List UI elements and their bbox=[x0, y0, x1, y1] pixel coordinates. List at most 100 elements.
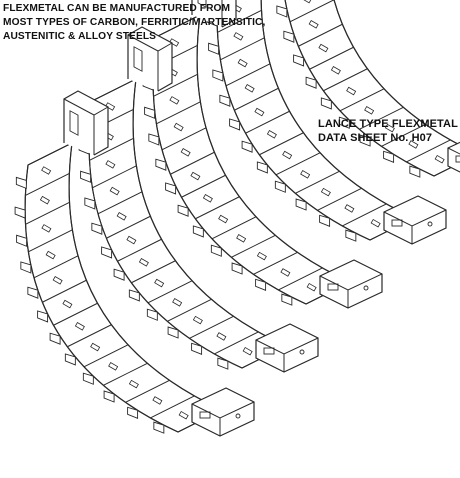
strip-cross-bar bbox=[181, 174, 226, 198]
strip-cross-bar bbox=[295, 170, 340, 194]
strip-slot bbox=[52, 276, 63, 285]
strip-cross-bar bbox=[289, 0, 335, 23]
lance-tab bbox=[80, 170, 92, 183]
strip-slot bbox=[370, 218, 381, 228]
clip-slot bbox=[455, 155, 460, 163]
clip-slot bbox=[327, 283, 339, 291]
clip-slot bbox=[199, 411, 211, 419]
strip-slot bbox=[169, 38, 180, 47]
strip-cross-bar bbox=[323, 68, 368, 92]
bottom-clip-edge bbox=[255, 337, 319, 372]
strip-slot bbox=[105, 160, 116, 169]
strip-slot bbox=[282, 150, 293, 160]
strip-cross-bar bbox=[245, 110, 290, 134]
lance-tab bbox=[283, 30, 295, 43]
lance-tab bbox=[49, 332, 61, 345]
strip-cross-bar bbox=[298, 23, 343, 47]
strip-cross-bar bbox=[25, 172, 70, 196]
lance-tab bbox=[319, 214, 331, 227]
lance-tab bbox=[345, 229, 357, 242]
lance-tab bbox=[338, 116, 350, 129]
strip-cross-bar bbox=[131, 260, 176, 284]
bottom-clip-edge bbox=[447, 147, 460, 155]
strip-slot bbox=[41, 166, 52, 175]
strip-slot bbox=[266, 130, 277, 139]
lance-tab bbox=[256, 161, 268, 174]
strip-cross-bar bbox=[33, 255, 79, 279]
strip-slot bbox=[318, 43, 329, 53]
strip-slot bbox=[172, 298, 183, 307]
strip-outer-rail bbox=[196, 14, 351, 283]
strip-cross-bar bbox=[342, 203, 387, 227]
lance-tab bbox=[153, 421, 165, 434]
strip-cross-bar bbox=[161, 127, 207, 151]
strip-cross-bar bbox=[83, 344, 129, 368]
lance-tab bbox=[320, 97, 332, 110]
strip-outer-rail bbox=[333, 0, 460, 146]
strip-slot bbox=[216, 332, 227, 341]
strip-slot bbox=[90, 342, 101, 352]
lance-tab bbox=[101, 246, 113, 259]
strip-cross-bar bbox=[195, 196, 240, 220]
strip-cross-bar bbox=[231, 234, 276, 258]
strip-cross-bar bbox=[189, 315, 234, 339]
lance-tab bbox=[15, 176, 27, 190]
lance-tab bbox=[64, 353, 76, 366]
strip-slot bbox=[320, 187, 331, 197]
lance-tab bbox=[359, 134, 371, 147]
flexmetal-strip bbox=[78, 26, 319, 373]
strip-slot bbox=[280, 268, 291, 277]
strip-outer-rail bbox=[132, 78, 287, 347]
strip-cross-bar bbox=[53, 302, 98, 326]
strip-cross-bar bbox=[92, 165, 137, 189]
bracket-slot bbox=[133, 46, 143, 72]
strip-slot bbox=[202, 194, 213, 203]
strip-slot bbox=[154, 278, 165, 288]
bracket-slot bbox=[197, 0, 207, 8]
strip-slot bbox=[346, 86, 357, 96]
strip-cross-bar bbox=[89, 137, 134, 161]
strip-cross-bar bbox=[156, 101, 201, 125]
lance-tab bbox=[210, 244, 222, 257]
strip-slot bbox=[74, 322, 85, 331]
lance-tab bbox=[103, 390, 115, 403]
strip-slot bbox=[244, 84, 255, 93]
clip-hole bbox=[235, 413, 241, 419]
strip-slot bbox=[178, 410, 189, 420]
bottom-clip-edge bbox=[191, 401, 255, 436]
clip-hole bbox=[363, 285, 369, 291]
strip-cross-bar bbox=[317, 187, 362, 211]
strip-cross-bar bbox=[339, 88, 385, 112]
lance-tab bbox=[84, 197, 96, 210]
lance-tab bbox=[192, 225, 204, 238]
lance-tab bbox=[219, 94, 231, 107]
strip-slot bbox=[190, 171, 201, 181]
strip-cross-bar bbox=[147, 280, 193, 304]
lance-tab bbox=[293, 54, 305, 67]
lance-tab bbox=[274, 180, 286, 193]
strip-slot bbox=[218, 214, 229, 224]
clip-hole bbox=[427, 221, 433, 227]
lance-tab bbox=[82, 372, 94, 385]
strip-cross-bar bbox=[42, 279, 87, 303]
strip-slot bbox=[169, 96, 180, 105]
lance-tab bbox=[177, 204, 189, 217]
strip-cross-bar bbox=[91, 78, 137, 102]
lance-tab bbox=[383, 150, 395, 163]
strip-cross-bar bbox=[234, 87, 279, 111]
lance-tab bbox=[191, 342, 203, 355]
clip-hole bbox=[299, 349, 305, 355]
flexmetal-strip bbox=[276, 0, 460, 178]
strip-slot bbox=[308, 20, 319, 29]
strip-cross-bar bbox=[97, 191, 143, 215]
lance-tab bbox=[229, 118, 241, 131]
lance-tab bbox=[208, 42, 220, 55]
sheet-title: LANCE TYPE FLEXMETAL DATA SHEET No. H07 bbox=[318, 117, 458, 145]
strip-slot bbox=[300, 170, 311, 179]
strip-cross-bar bbox=[381, 123, 426, 147]
top-bracket bbox=[127, 26, 173, 92]
strip-slot bbox=[62, 299, 73, 309]
lance-tab bbox=[281, 293, 293, 306]
bottom-clip bbox=[383, 195, 447, 245]
